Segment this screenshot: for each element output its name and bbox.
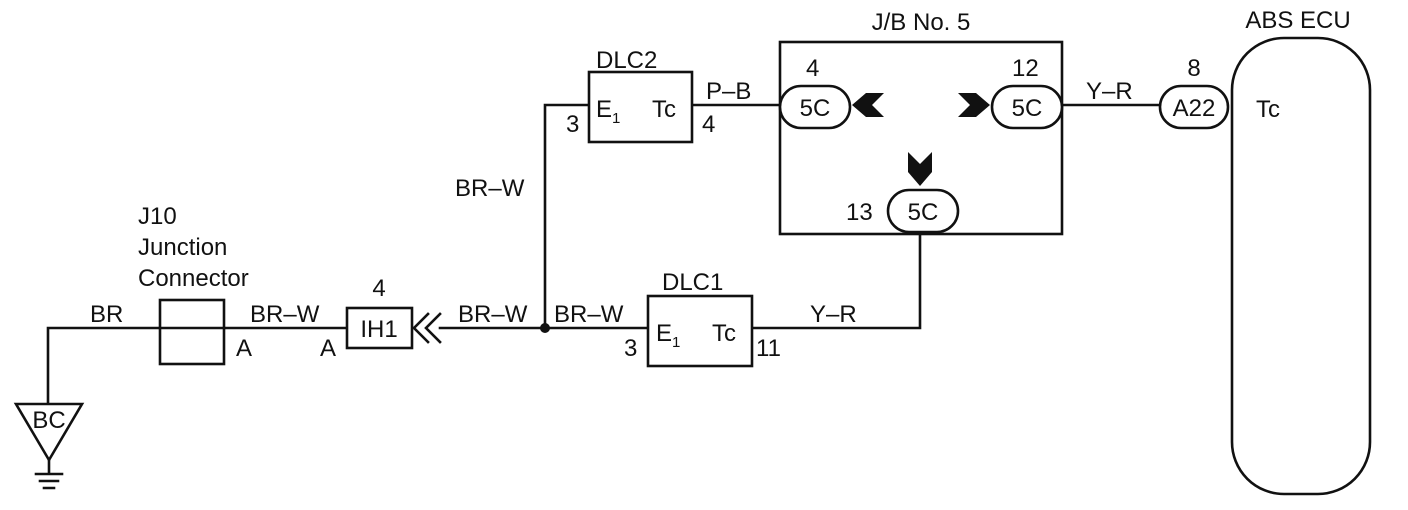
dlc1-e1: E1: [656, 320, 680, 351]
dlc1-connector: DLC1 E1 Tc 3 11: [624, 269, 781, 368]
junction-block-5: J/B No. 5 5C 4 5C 12 5C 13: [778, 9, 1064, 236]
ih1-connector: IH1 4 A: [320, 275, 442, 362]
dlc1-tc: Tc: [712, 320, 736, 347]
dlc2-connector: DLC2 E1 Tc 3 4: [566, 47, 715, 144]
abs-ecu-name: ABS ECU: [1245, 7, 1350, 34]
wire-label-br-w-2: BR–W: [458, 301, 528, 328]
junction-block-name: J/B No. 5: [872, 9, 971, 36]
wire-label-br-w-4: BR–W: [455, 175, 525, 202]
wire-label-br-w-3: BR–W: [554, 301, 624, 328]
j10-id: J10: [138, 203, 177, 230]
dlc2-name: DLC2: [596, 47, 657, 74]
jb-arrow-down-icon: [908, 152, 932, 186]
wire-label-br-w-1: BR–W: [250, 301, 320, 328]
jb-arrow-left-icon: [852, 93, 884, 117]
dlc2-pin-e1: 3: [566, 111, 579, 138]
abs-ecu-pin: 8: [1187, 55, 1200, 82]
ground-icon: [34, 458, 64, 490]
wire-label-y-r-2: Y–R: [1086, 78, 1133, 105]
ih1-chevron-icon: [412, 312, 442, 344]
wire-y-r-dlc1: [750, 230, 922, 330]
dlc1-pin-e1: 3: [624, 335, 637, 362]
dlc2-tc: Tc: [652, 96, 676, 123]
wire-label-br: BR: [90, 301, 123, 328]
wire-label-p-b: P–B: [706, 78, 751, 105]
wire-label-y-r-1: Y–R: [810, 301, 857, 328]
jb-pin-13-number: 13: [846, 199, 873, 226]
jb-pin-4-label: 5C: [800, 95, 831, 122]
abs-ecu-terminal: Tc: [1256, 96, 1280, 123]
abs-ecu: ABS ECU Tc A22 8: [1158, 7, 1372, 496]
j10-name-line2: Connector: [138, 265, 249, 292]
jb-pin-13-label: 5C: [908, 199, 939, 226]
ih1-number: 4: [372, 275, 385, 302]
abs-ecu-connector: A22: [1173, 95, 1216, 122]
ground-label: BC: [32, 407, 65, 434]
dlc1-name: DLC1: [662, 269, 723, 296]
dlc1-pin-tc: 11: [756, 335, 781, 362]
wire-br: [46, 326, 162, 410]
jb-pin-12-number: 12: [1012, 55, 1039, 82]
splice-point: [540, 323, 550, 333]
j10-name-line1: Junction: [138, 234, 227, 261]
j10-pin-label: A: [236, 335, 252, 362]
jb-pin-12-label: 5C: [1012, 95, 1043, 122]
dlc2-pin-tc: 4: [702, 111, 715, 138]
ih1-label: IH1: [360, 316, 397, 343]
wire-br-w-vertical: [543, 103, 591, 330]
dlc2-e1: E1: [596, 96, 620, 127]
ih1-pin-label: A: [320, 335, 336, 362]
j10-junction-connector: J10 Junction Connector A: [138, 203, 252, 366]
jb-pin-4-number: 4: [806, 55, 819, 82]
jb-arrow-right-icon: [958, 93, 990, 117]
ground-bc: BC: [13, 402, 85, 490]
